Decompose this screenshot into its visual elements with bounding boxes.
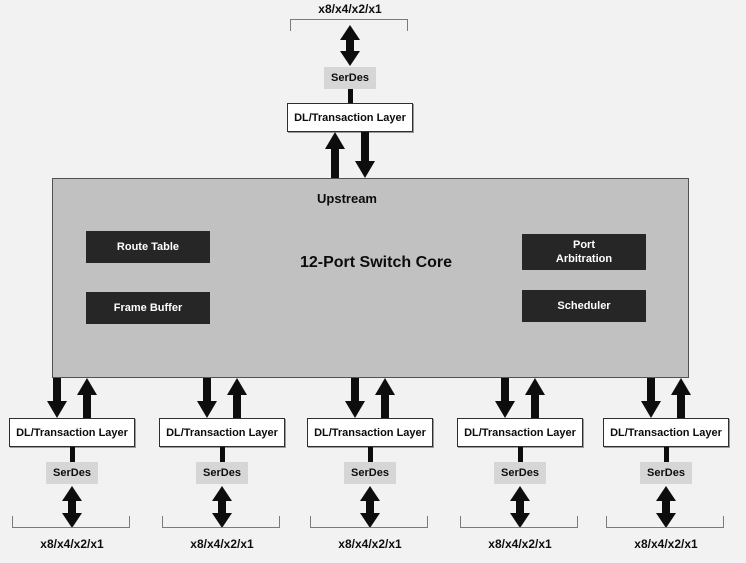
downstream-1-dl-transaction-layer-box: DL/Transaction Layer <box>9 418 135 447</box>
downstream-5-serdes-box: SerDes <box>640 462 692 484</box>
downstream-3-dl-serdes-connector <box>368 447 373 462</box>
downstream-3-dl-transaction-layer-box: DL/Transaction Layer <box>307 418 433 447</box>
downstream-2-serdes-box: SerDes <box>196 462 248 484</box>
downstream-2-serdes-label: SerDes <box>203 467 241 479</box>
downstream-port-group-4: DL/Transaction Layer SerDes x8/x4/x2/x1 <box>445 378 595 563</box>
port-arbitration-block: Port Arbitration <box>522 234 646 270</box>
downstream-2-link-width-label: x8/x4/x2/x1 <box>190 537 254 551</box>
downstream-3-rx-arrow <box>345 378 365 418</box>
upstream-dl-transaction-layer-box: DL/Transaction Layer <box>287 103 413 132</box>
downstream-3-dl-label: DL/Transaction Layer <box>314 426 426 439</box>
switch-core-title: 12-Port Switch Core <box>299 254 453 271</box>
downstream-1-dl-label: DL/Transaction Layer <box>16 426 128 439</box>
upstream-serdes-label: SerDes <box>331 72 369 84</box>
downstream-5-serdes-label: SerDes <box>647 467 685 479</box>
downstream-2-link-bracket <box>162 516 280 528</box>
downstream-5-dl-transaction-layer-box: DL/Transaction Layer <box>603 418 729 447</box>
downstream-3-serial-link-arrow <box>360 486 380 528</box>
downstream-port-group-3: DL/Transaction Layer SerDes x8/x4/x2/x1 <box>295 378 445 563</box>
switch-core-box: Upstream 12-Port Switch Core Route Table… <box>52 178 689 378</box>
downstream-3-link-width-label: x8/x4/x2/x1 <box>338 537 402 551</box>
upstream-region-label: Upstream <box>317 191 377 206</box>
upstream-rx-arrow <box>355 132 375 178</box>
downstream-5-dl-label: DL/Transaction Layer <box>610 426 722 439</box>
upstream-link-bracket <box>290 19 408 31</box>
downstream-3-serdes-box: SerDes <box>344 462 396 484</box>
downstream-1-tx-arrow <box>77 378 97 418</box>
downstream-port-group-2: DL/Transaction Layer SerDes x8/x4/x2/x1 <box>147 378 297 563</box>
downstream-5-link-bracket <box>606 516 724 528</box>
upstream-tx-arrow <box>325 132 345 178</box>
downstream-4-link-width-label: x8/x4/x2/x1 <box>488 537 552 551</box>
downstream-4-rx-arrow <box>495 378 515 418</box>
downstream-1-serial-link-arrow <box>62 486 82 528</box>
downstream-1-serdes-label: SerDes <box>53 467 91 479</box>
downstream-5-rx-arrow <box>641 378 661 418</box>
downstream-1-serdes-box: SerDes <box>46 462 98 484</box>
downstream-5-dl-serdes-connector <box>664 447 669 462</box>
upstream-serdes-dl-connector <box>348 89 353 103</box>
downstream-4-serdes-label: SerDes <box>501 467 539 479</box>
downstream-4-dl-serdes-connector <box>518 447 523 462</box>
downstream-5-link-width-label: x8/x4/x2/x1 <box>634 537 698 551</box>
upstream-dl-label: DL/Transaction Layer <box>294 111 406 124</box>
downstream-5-tx-arrow <box>671 378 691 418</box>
downstream-4-tx-arrow <box>525 378 545 418</box>
downstream-3-serdes-label: SerDes <box>351 467 389 479</box>
downstream-1-rx-arrow <box>47 378 67 418</box>
downstream-2-tx-arrow <box>227 378 247 418</box>
downstream-5-serial-link-arrow <box>656 486 676 528</box>
downstream-port-group-1: DL/Transaction Layer SerDes x8/x4/x2/x1 <box>0 378 147 563</box>
downstream-port-group-5: DL/Transaction Layer SerDes x8/x4/x2/x1 <box>591 378 741 563</box>
frame-buffer-block: Frame Buffer <box>86 292 210 324</box>
downstream-4-dl-label: DL/Transaction Layer <box>464 426 576 439</box>
scheduler-block: Scheduler <box>522 290 646 322</box>
downstream-4-serial-link-arrow <box>510 486 530 528</box>
upstream-link-width-label: x8/x4/x2/x1 <box>318 2 382 16</box>
downstream-1-dl-serdes-connector <box>70 447 75 462</box>
downstream-3-tx-arrow <box>375 378 395 418</box>
upstream-port-group: x8/x4/x2/x1 SerDes DL/Transaction Layer <box>275 0 425 178</box>
upstream-serdes-box: SerDes <box>324 67 376 89</box>
downstream-2-serial-link-arrow <box>212 486 232 528</box>
downstream-2-dl-label: DL/Transaction Layer <box>166 426 278 439</box>
downstream-1-link-bracket <box>12 516 130 528</box>
downstream-1-link-width-label: x8/x4/x2/x1 <box>40 537 104 551</box>
route-table-block: Route Table <box>86 231 210 263</box>
downstream-4-dl-transaction-layer-box: DL/Transaction Layer <box>457 418 583 447</box>
downstream-2-dl-serdes-connector <box>220 447 225 462</box>
downstream-2-dl-transaction-layer-box: DL/Transaction Layer <box>159 418 285 447</box>
downstream-2-rx-arrow <box>197 378 217 418</box>
upstream-serial-link-arrow <box>340 25 360 66</box>
downstream-3-link-bracket <box>310 516 428 528</box>
downstream-4-link-bracket <box>460 516 578 528</box>
downstream-4-serdes-box: SerDes <box>494 462 546 484</box>
